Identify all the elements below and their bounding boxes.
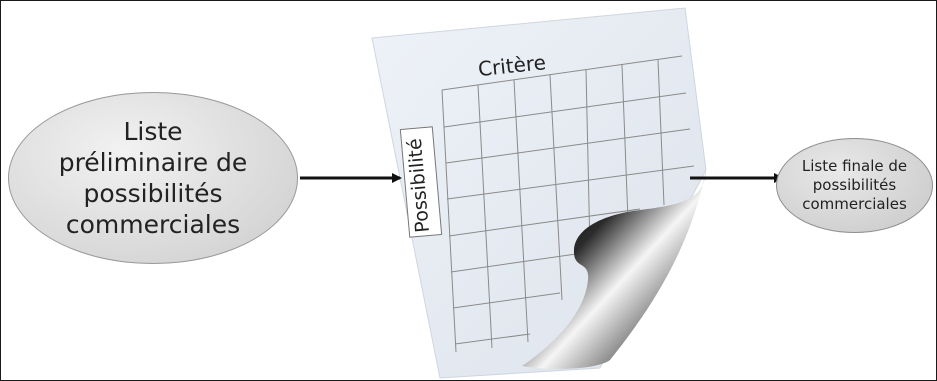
input-ellipse: Liste préliminaire de possibilités comme… bbox=[8, 92, 298, 264]
matrix-grid bbox=[441, 55, 695, 353]
output-label: Liste finale de possibilités commerciale… bbox=[801, 157, 908, 213]
output-ellipse: Liste finale de possibilités commerciale… bbox=[776, 138, 933, 233]
row-label-box bbox=[399, 126, 443, 238]
input-label: Liste préliminaire de possibilités comme… bbox=[58, 117, 248, 239]
page-curl bbox=[522, 170, 706, 369]
